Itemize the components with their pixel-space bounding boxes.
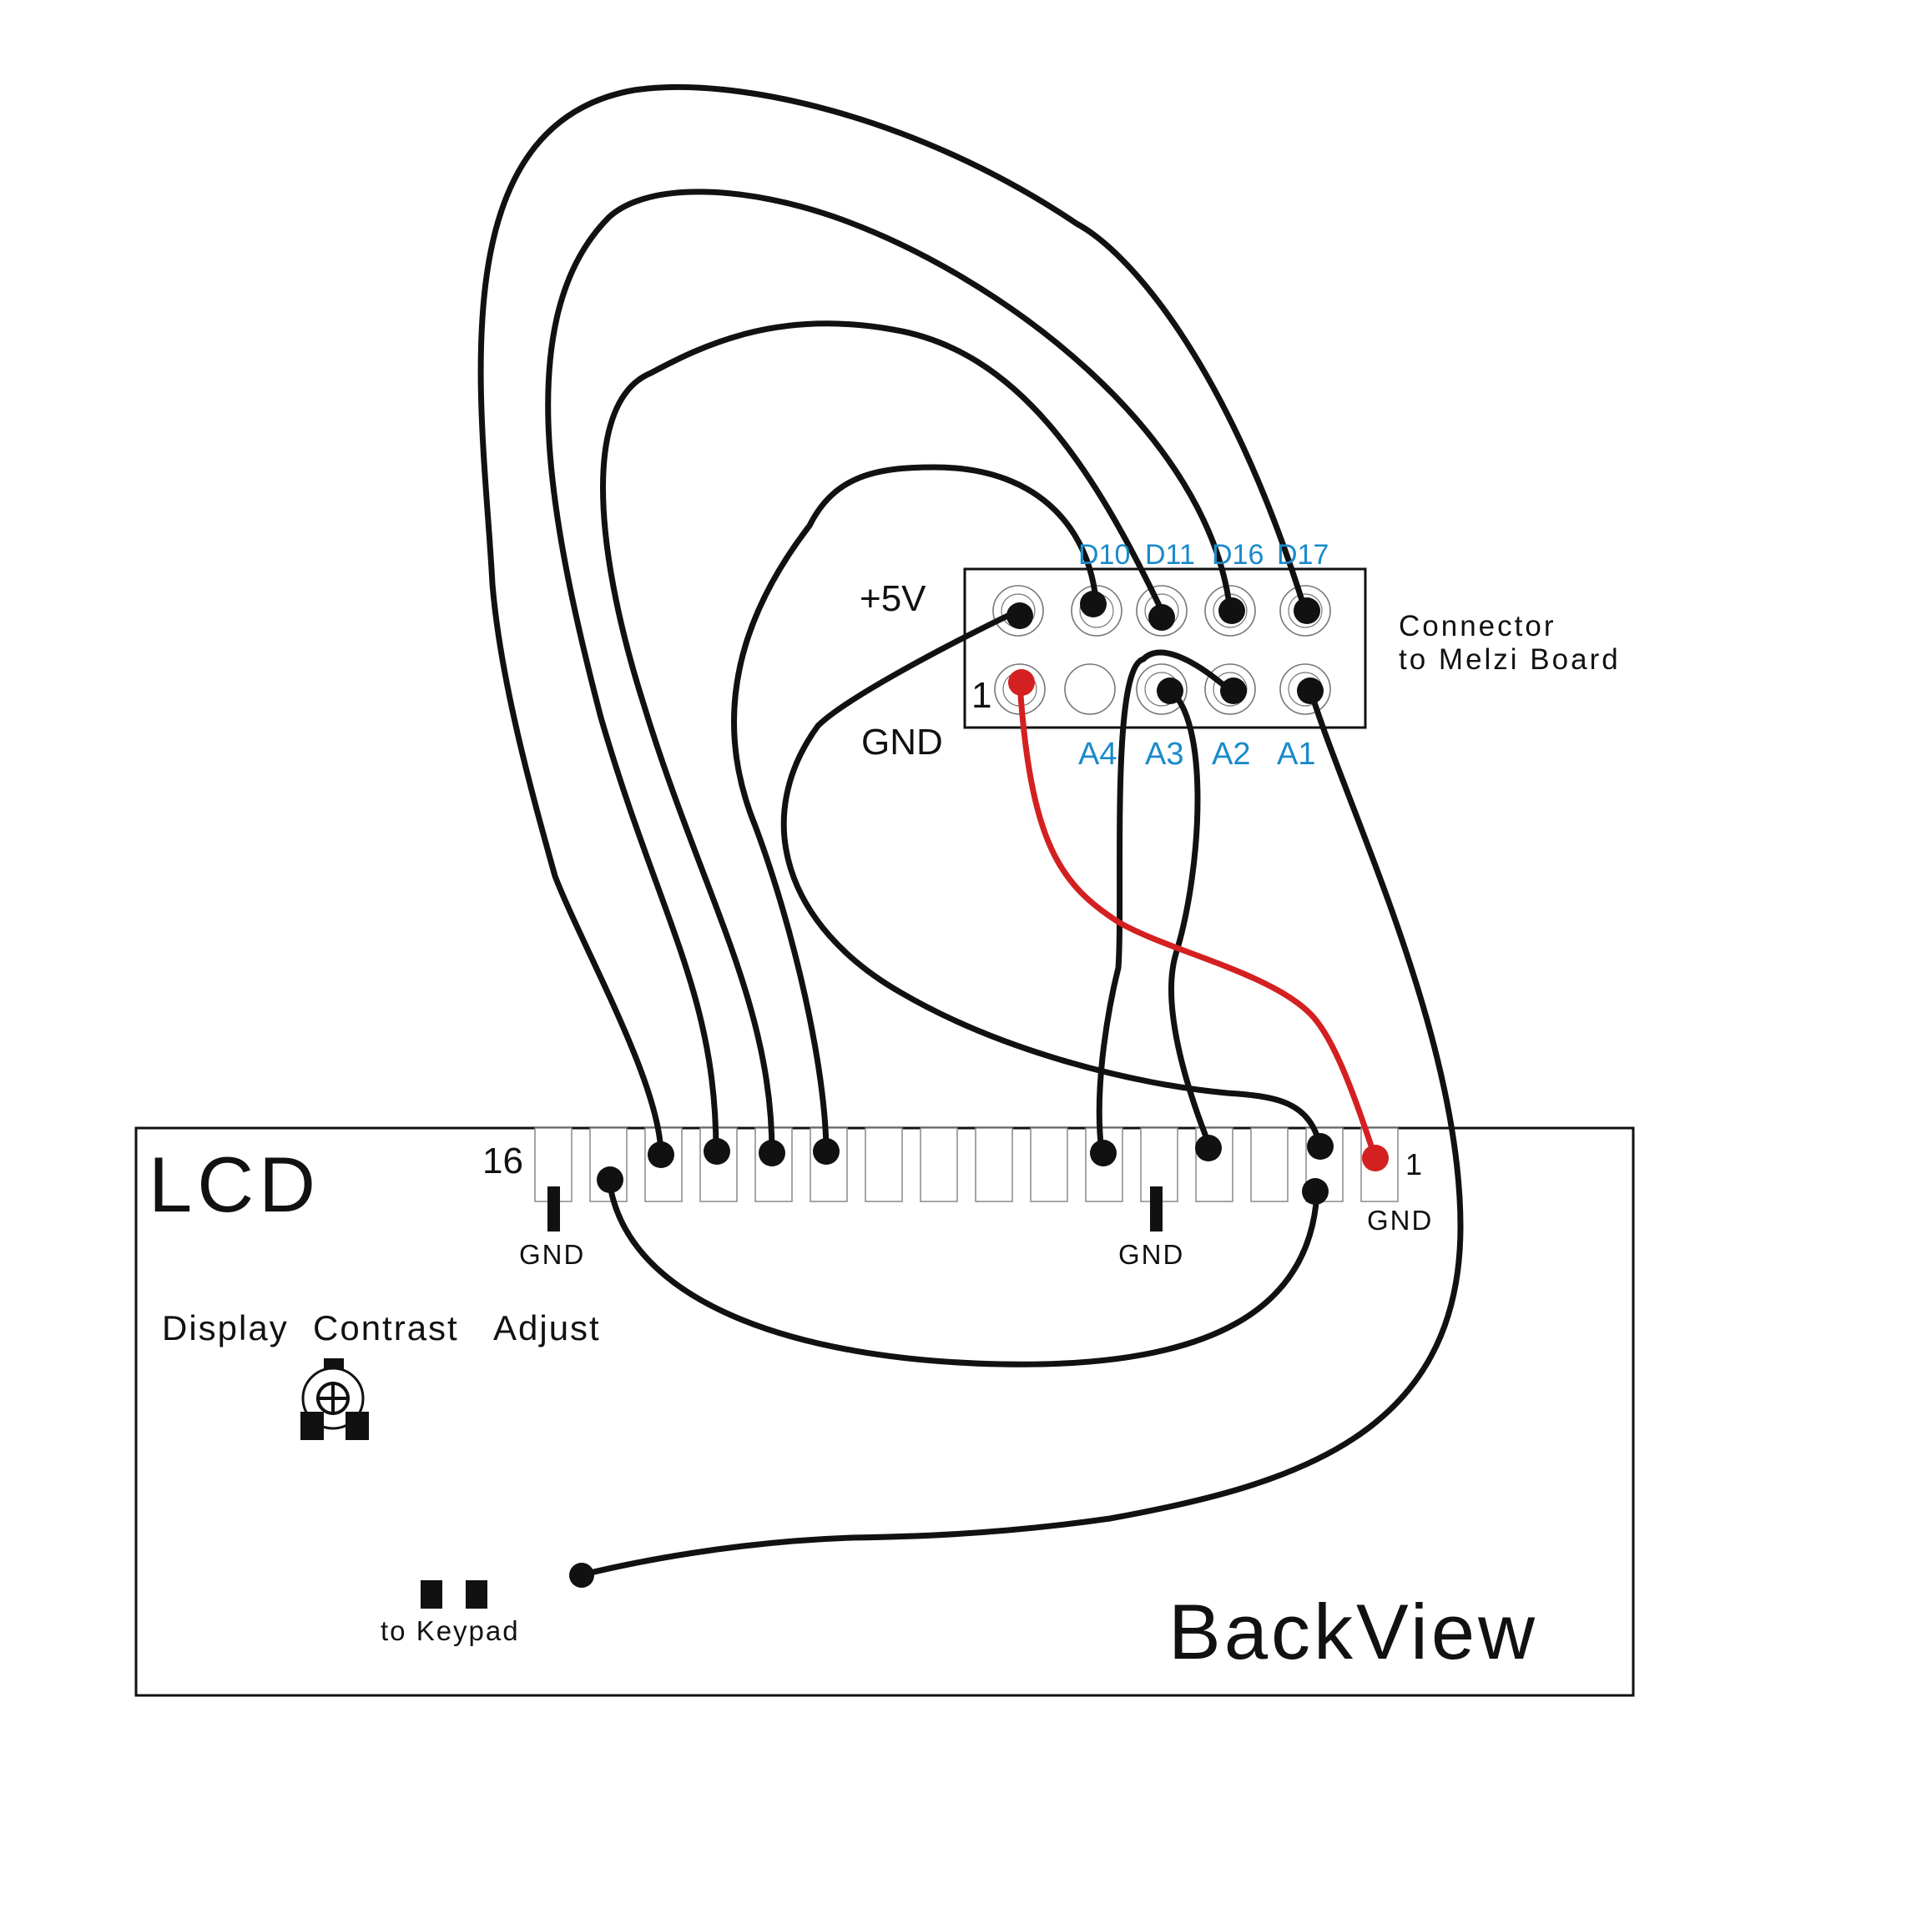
lcd-gnd-left-label: GND	[519, 1239, 585, 1270]
backview-label: BackView	[1168, 1588, 1538, 1675]
dot-conn-a1	[1297, 677, 1324, 704]
wires	[477, 83, 1464, 1579]
wire-a1	[577, 686, 1464, 1579]
wire-lcd-loop	[606, 1177, 1320, 1367]
lcd-pin1-label: 1	[1405, 1147, 1422, 1181]
lcd-pin-10	[865, 1127, 903, 1202]
connector-gnd-label: GND	[861, 722, 943, 763]
lcd-pin-3	[1250, 1127, 1289, 1202]
lcd-gnd-right-label: GND	[1367, 1205, 1433, 1236]
lcd-pin-13	[699, 1127, 738, 1202]
signal-label-a2: A2	[1212, 737, 1250, 772]
conn-hole-bot-4	[1204, 663, 1256, 715]
dot-pin-13	[704, 1138, 730, 1165]
dot-pin-15	[597, 1166, 623, 1193]
wire-d17	[477, 83, 1309, 1159]
lcd-pin-15	[589, 1127, 628, 1202]
dot-pin-2-upper	[1307, 1133, 1334, 1160]
contrast-label-display: Display	[162, 1308, 289, 1347]
dot-pin-1-red	[1362, 1145, 1389, 1171]
keypad-label: to Keypad	[381, 1615, 520, 1646]
lcd-gnd-mid-label: GND	[1118, 1239, 1184, 1270]
conn-hole-top-5	[1279, 585, 1331, 637]
lcd-pin-9	[920, 1127, 958, 1202]
dot-conn-d10	[1080, 591, 1107, 617]
gnd-bar-mid	[1150, 1186, 1163, 1231]
wire-d11	[600, 320, 1165, 1156]
dot-conn-d11	[1148, 604, 1175, 631]
wire-5v	[780, 607, 1324, 1151]
signal-label-a3: A3	[1145, 737, 1183, 772]
connector-label-line1: Connector	[1399, 610, 1556, 642]
keypad-pad-1	[421, 1580, 442, 1609]
dot-pin-14	[648, 1141, 674, 1168]
wire-a3	[1165, 686, 1213, 1151]
dot-pin-12	[759, 1140, 785, 1166]
lcd-pin-7	[1030, 1127, 1068, 1202]
connector-label-line2: to Melzi Board	[1399, 643, 1621, 676]
lcd-pin-8	[975, 1127, 1013, 1202]
signal-label-a4: A4	[1078, 737, 1117, 772]
wire-d16	[545, 189, 1233, 1155]
connector-pin1-label: 1	[971, 675, 991, 716]
wire-gnd-red	[1016, 681, 1379, 1161]
dot-keypad-wire	[569, 1563, 594, 1588]
connector-box	[963, 567, 1367, 729]
signal-label-a1: A1	[1277, 737, 1315, 772]
contrast-potentiometer-icon	[300, 1358, 369, 1440]
signal-label-d11: D11	[1145, 539, 1195, 571]
contrast-label-adjust: Adjust	[493, 1308, 601, 1347]
signal-label-d16: D16	[1212, 539, 1264, 571]
lcd-pin16-label: 16	[482, 1141, 523, 1181]
dot-pin-5	[1195, 1135, 1222, 1161]
connector-solder-dots	[1006, 591, 1324, 704]
dot-pin-7	[1090, 1140, 1117, 1166]
dot-conn-d17	[1294, 597, 1320, 624]
dot-conn-a2	[1220, 677, 1247, 704]
contrast-label-contrast: Contrast	[313, 1308, 459, 1347]
dot-conn-a3	[1157, 677, 1183, 704]
lcd-title: LCD	[149, 1141, 320, 1228]
signal-label-d10: D10	[1078, 539, 1130, 571]
connector-5v-label: +5V	[860, 578, 926, 619]
wire-a4	[1096, 649, 1232, 1155]
dot-conn-d16	[1218, 597, 1245, 624]
dot-pin-2-lower	[1302, 1178, 1329, 1205]
conn-hole-bot-2	[1064, 663, 1116, 715]
gnd-bar-left	[547, 1186, 560, 1231]
lcd-solder-dots	[569, 1133, 1389, 1588]
dot-pin-11	[813, 1138, 840, 1165]
keypad-pad-2	[466, 1580, 487, 1609]
dot-conn-gnd-red	[1008, 669, 1035, 696]
wire-d10	[730, 464, 1100, 1156]
dot-conn-5v	[1006, 602, 1033, 629]
signal-label-d17: D17	[1277, 539, 1329, 571]
